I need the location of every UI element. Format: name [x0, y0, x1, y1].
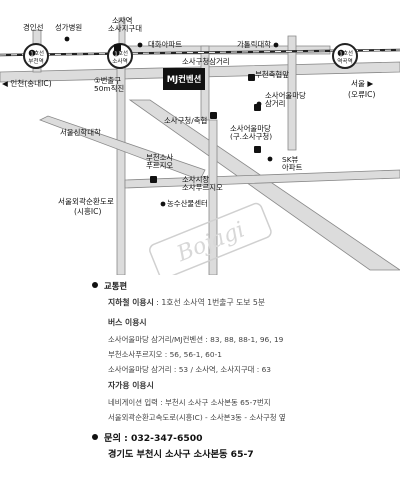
car-line-2: 서울외곽순환고속도로(시흥IC) - 소사본3동 - 소사구청 옆: [108, 413, 286, 422]
contact-row: 문의 : 032-347-6500: [92, 430, 203, 444]
svg-text:대화아파트: 대화아파트: [148, 40, 182, 49]
svg-text:소사어울마당: 소사어울마당: [265, 91, 306, 100]
svg-text:부천역: 부천역: [28, 57, 43, 65]
bus-label: 버스 이용시: [108, 318, 147, 327]
station-bucheon: 1 호선 부천역: [23, 43, 49, 69]
svg-text:소사시장: 소사시장: [182, 175, 209, 184]
svg-text:50m직진: 50m직진: [94, 84, 124, 93]
bus-icons: [114, 44, 261, 183]
road-network: [0, 17, 400, 275]
svg-text:경인선: 경인선: [23, 23, 44, 32]
bullet-icon: [92, 434, 98, 440]
svg-text:(시흥IC): (시흥IC): [74, 206, 101, 216]
svg-text:부천소사: 부천소사: [146, 153, 173, 162]
svg-text:1: 1: [339, 51, 343, 57]
svg-text:농수산물센터: 농수산물센터: [167, 199, 208, 208]
svg-text:1: 1: [114, 51, 118, 57]
svg-text:호선: 호선: [343, 49, 353, 57]
svg-text:소사어울마당: 소사어울마당: [230, 124, 271, 133]
station-yeokgok: 1 호선 역곡역: [332, 43, 358, 69]
address: 경기도 부천시 소사구 소사본동 65-7: [108, 449, 254, 460]
svg-text:◀ 인천(송내IC): ◀ 인천(송내IC): [2, 78, 52, 88]
svg-text:푸르지오: 푸르지오: [146, 161, 173, 170]
subway-row: 지하철 이용시 : 1호선 소사역 1번출구 도보 5분: [108, 297, 265, 308]
svg-text:성가병원: 성가병원: [55, 23, 82, 32]
svg-text:소사역: 소사역: [112, 57, 127, 65]
bus-line-1: 소사어울마당 삼거리/MJ컨벤션 : 83, 88, 88-1, 96, 19: [108, 335, 284, 344]
location-map: 1 호선 부천역 1 호선 소사역 1 호선 역곡역 MJ컨벤션: [0, 16, 400, 275]
svg-text:서울외곽순환도로: 서울외곽순환도로: [58, 196, 114, 206]
svg-text:호선: 호선: [34, 49, 44, 57]
svg-text:아파트: 아파트: [282, 163, 303, 172]
bus-line-3: 소사어울마당 삼거리 : 53 / 소사역, 소사지구대 : 63: [108, 365, 272, 374]
svg-text:SK뷰: SK뷰: [282, 155, 299, 164]
subway-desc: : 1호선 소사역 1번출구 도보 5분: [153, 298, 266, 307]
bullet-icon: [92, 282, 98, 288]
svg-text:삼거리: 삼거리: [265, 99, 285, 108]
svg-text:가톨릭대학: 가톨릭대학: [237, 40, 271, 49]
svg-text:소사구청/축협: 소사구청/축협: [164, 116, 207, 125]
svg-text:MJ컨벤션: MJ컨벤션: [167, 74, 202, 84]
svg-text:호선: 호선: [118, 49, 128, 57]
bus-line-2: 부천소사푸르지오 : 56, 56-1, 60-1: [108, 350, 222, 359]
svg-text:(오류IC): (오류IC): [348, 90, 375, 99]
svg-text:서울신학대학: 서울신학대학: [60, 128, 101, 137]
svg-text:소사지구대: 소사지구대: [108, 24, 142, 33]
svg-text:서울 ▶: 서울 ▶: [351, 79, 373, 88]
svg-text:역곡역: 역곡역: [337, 57, 352, 65]
car-line-1: 네비게이션 입력 : 부천시 소사구 소사본동 65-7번지: [108, 398, 271, 407]
svg-text:소사구청삼거리: 소사구청삼거리: [182, 57, 230, 66]
transport-section: 교통편: [92, 280, 127, 292]
svg-text:1: 1: [30, 51, 34, 57]
car-label: 자가용 이용시: [108, 381, 154, 390]
svg-text:(구.소사구청): (구.소사구청): [230, 132, 272, 141]
mj-convention-marker: MJ컨벤션: [163, 68, 205, 90]
svg-text:소사역: 소사역: [112, 16, 132, 25]
svg-text:소사푸르지오: 소사푸르지오: [182, 183, 223, 192]
svg-text:부천축협앞: 부천축협앞: [255, 70, 289, 79]
subway-label: 지하철 이용시: [108, 298, 154, 307]
svg-text:①번출구: ①번출구: [94, 76, 121, 85]
info-panel: 교통편 지하철 이용시 : 1호선 소사역 1번출구 도보 5분 버스 이용시 …: [0, 276, 400, 483]
